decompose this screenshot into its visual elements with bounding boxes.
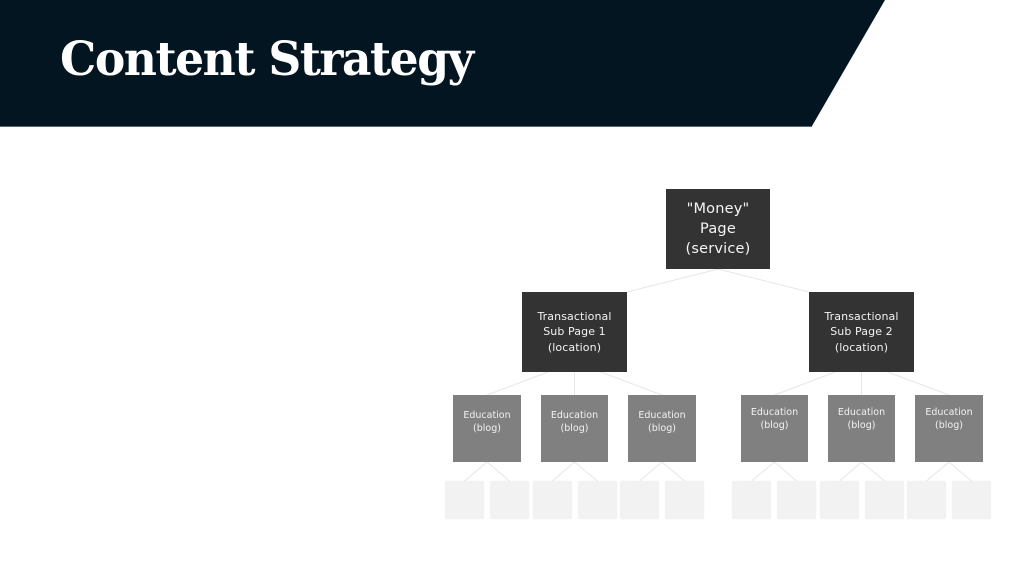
banner-shape [0, 0, 885, 126]
placeholder-node [777, 481, 816, 519]
education-blog-node: Education (blog) [453, 395, 521, 462]
connector-line [486, 371, 549, 396]
connector-line [774, 461, 797, 482]
connector-line [861, 461, 885, 482]
placeholder-node [952, 481, 991, 519]
education-blog-node: Education (blog) [828, 395, 895, 462]
education-blog-node: Education (blog) [628, 395, 696, 462]
placeholder-node [907, 481, 946, 519]
transactional-sub-page-1-node: Transactional Sub Page 1 (location) [522, 292, 627, 372]
connector-line [639, 461, 663, 482]
connector-line [926, 461, 950, 482]
slide-title: Content Strategy [60, 32, 474, 87]
connector-line [887, 371, 950, 396]
placeholder-node [820, 481, 859, 519]
connector-line [717, 268, 810, 293]
education-blog-node: Education (blog) [541, 395, 608, 462]
title-banner [0, 0, 885, 127]
connector-line [486, 461, 510, 482]
placeholder-node [578, 481, 617, 519]
connector-line [948, 461, 972, 482]
placeholder-node [865, 481, 904, 519]
connector-line [552, 461, 575, 482]
placeholder-node [732, 481, 771, 519]
connector-line [751, 461, 775, 482]
placeholder-node [620, 481, 659, 519]
connector-line [600, 371, 663, 396]
connector-line [464, 461, 488, 482]
education-blog-node: Education (blog) [915, 395, 983, 462]
transactional-sub-page-2-node: Transactional Sub Page 2 (location) [809, 292, 914, 372]
connector-line [774, 371, 836, 396]
connector-line [661, 461, 685, 482]
placeholder-node [665, 481, 704, 519]
connector-line [574, 461, 598, 482]
connector-line [839, 461, 862, 482]
placeholder-node [445, 481, 484, 519]
connector-line [626, 268, 719, 293]
placeholder-node [490, 481, 529, 519]
education-blog-node: Education (blog) [741, 395, 808, 462]
money-page-node: "Money" Page (service) [666, 189, 770, 269]
placeholder-node [533, 481, 572, 519]
